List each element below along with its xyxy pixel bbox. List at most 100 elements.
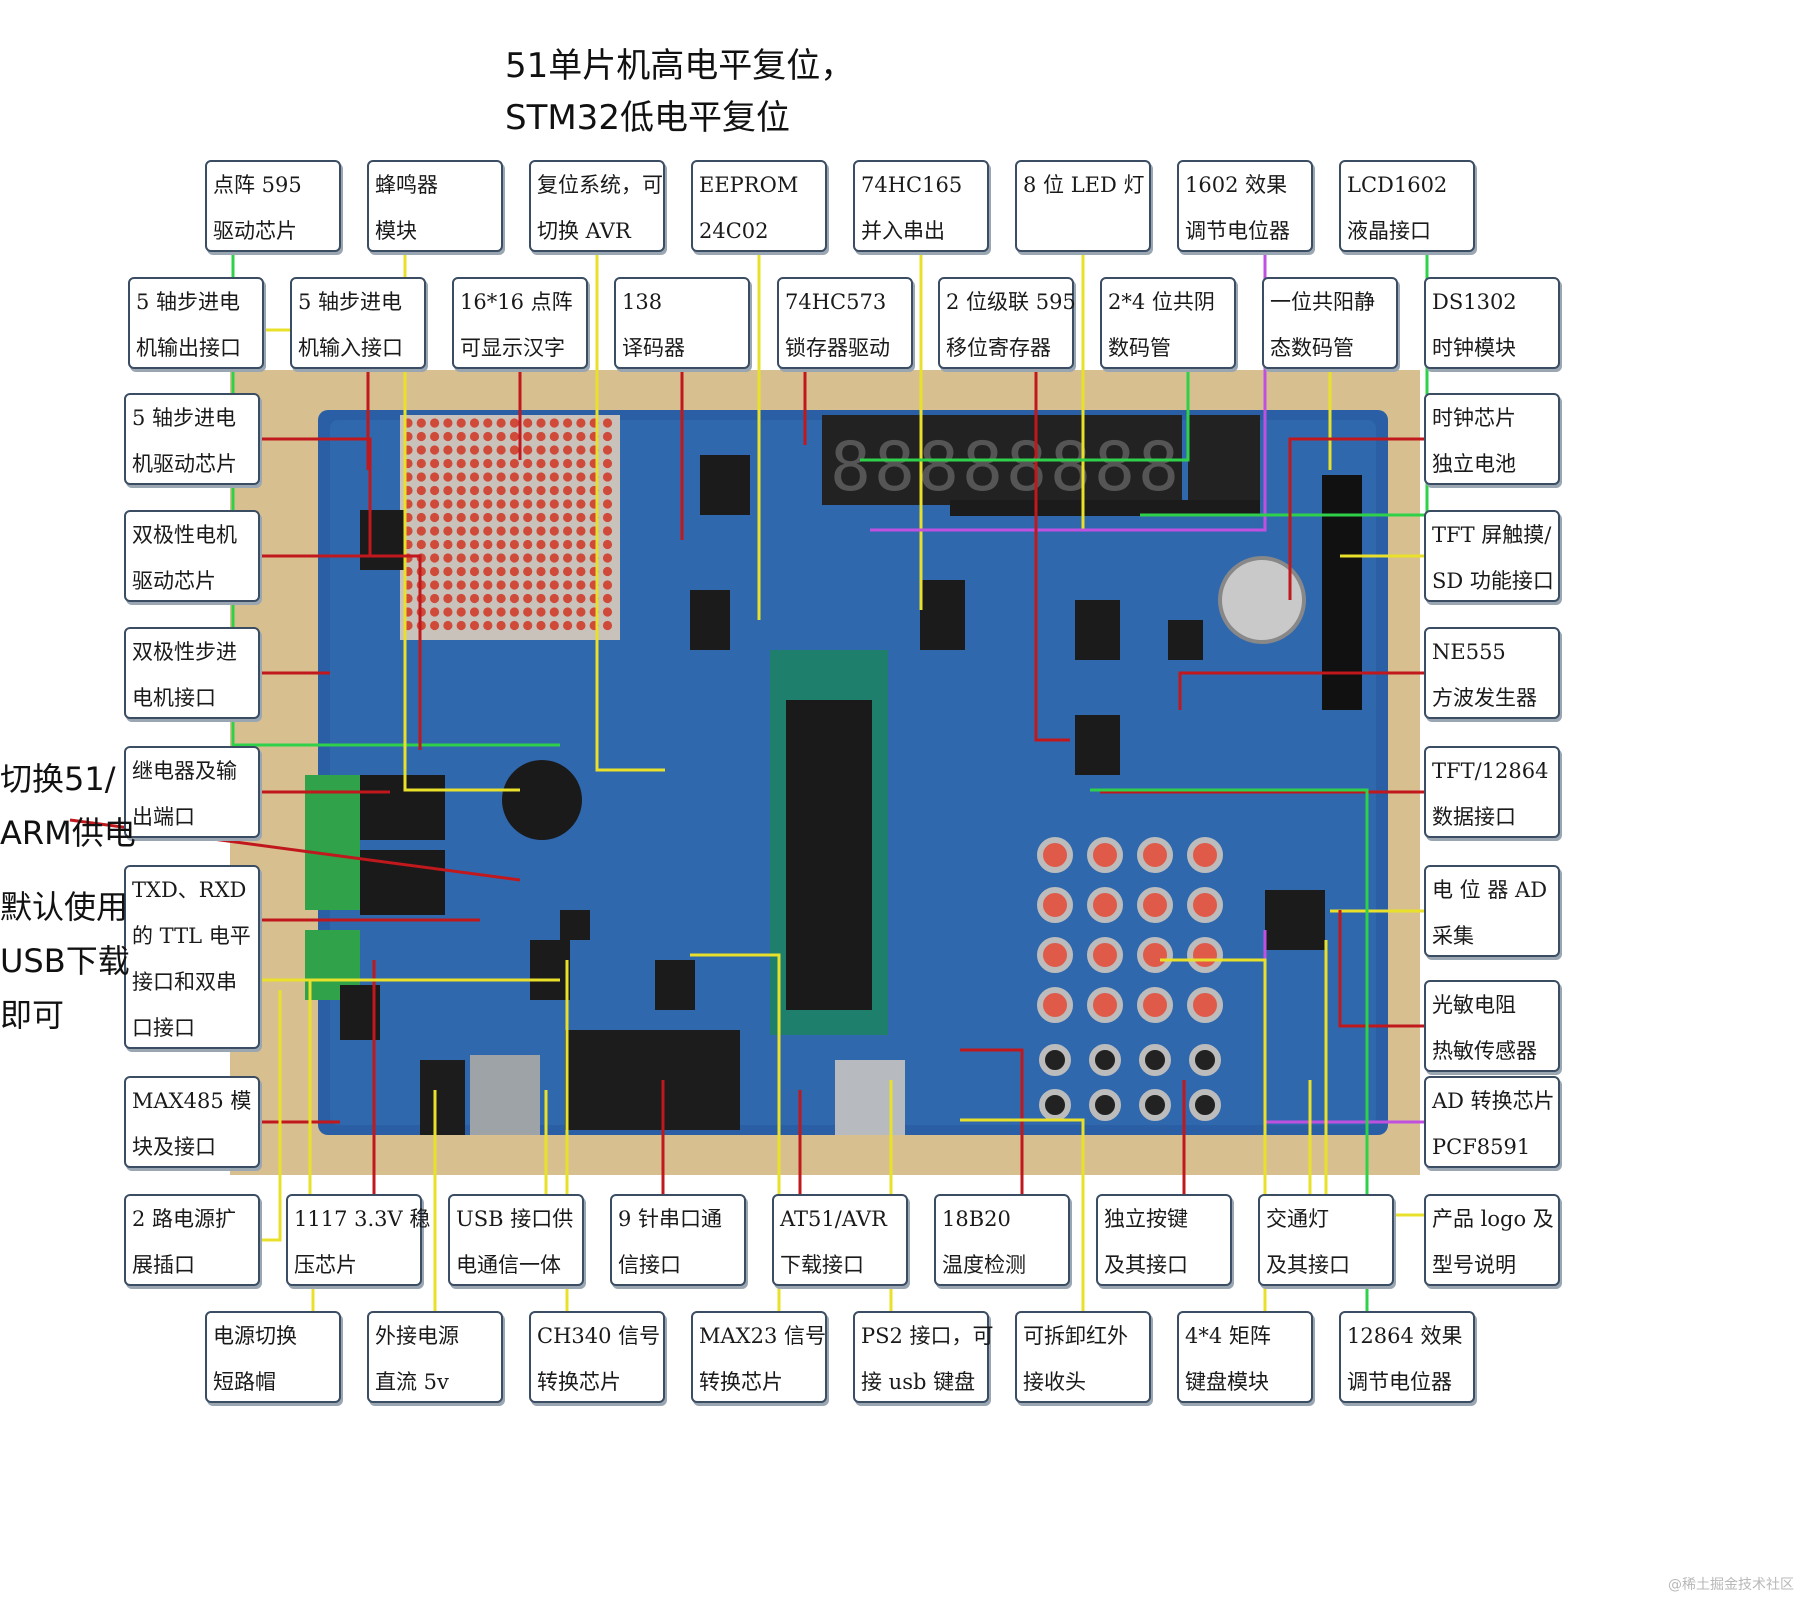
matrix-key [1087, 837, 1123, 873]
matrix-dot [589, 607, 599, 617]
matrix-dot [416, 580, 426, 590]
callout-line: 可显示汉字 [460, 336, 565, 360]
matrix-dot [443, 431, 453, 442]
callout-line: 产品 logo 及 [1432, 1207, 1554, 1231]
callout-line: 采集 [1432, 924, 1474, 948]
matrix-dot [523, 512, 533, 523]
callout-line: AD 转换芯片 [1432, 1089, 1555, 1113]
matrix-dot [430, 445, 440, 455]
matrix-dot [509, 593, 519, 604]
matrix-dot [549, 472, 559, 482]
matrix-dot [523, 458, 533, 469]
matrix-dot [576, 418, 586, 428]
callout-line: AT51/AVR [780, 1207, 887, 1231]
independent-key [1089, 1089, 1121, 1121]
matrix-dot [443, 526, 453, 536]
matrix-dot [416, 472, 426, 482]
matrix-dot [456, 485, 466, 496]
matrix-dot [496, 526, 506, 536]
matrix-dot [576, 593, 586, 604]
matrix-dot [469, 485, 480, 496]
matrix-dot [576, 485, 586, 496]
matrix-dot [403, 580, 413, 590]
matrix-dot [536, 620, 546, 631]
callout-line: 蜂鸣器 [375, 173, 438, 197]
matrix-dot [443, 445, 453, 455]
matrix-dot [416, 458, 426, 469]
relay-1 [360, 775, 445, 840]
matrix-key [1137, 987, 1173, 1023]
callout-row2-2: 5 轴步进电机输入接口 [290, 277, 426, 369]
matrix-dot [456, 431, 466, 442]
callout-bottom1-8: 交通灯及其接口 [1258, 1194, 1394, 1286]
matrix-dot [602, 445, 613, 455]
db9-port [565, 1030, 740, 1130]
matrix-dot [469, 607, 480, 617]
power-note-line-1: 切换51/ [0, 760, 116, 798]
independent-key [1039, 1044, 1071, 1076]
matrix-dot [602, 472, 613, 482]
matrix-dot [456, 593, 466, 604]
usb-note-line-3: 即可 [0, 996, 65, 1034]
matrix-dot [456, 418, 466, 428]
matrix-dot [403, 607, 413, 617]
matrix-dot [536, 526, 546, 536]
matrix-dot [430, 539, 440, 550]
callout-line: EEPROM [699, 173, 799, 197]
callout-line: 及其接口 [1266, 1253, 1350, 1277]
matrix-dot [496, 566, 506, 577]
callout-line: 液晶接口 [1347, 219, 1431, 243]
matrix-dot [443, 499, 453, 509]
ic-chip [340, 985, 380, 1040]
matrix-dot [483, 445, 493, 455]
matrix-dot [523, 580, 533, 590]
callout-line: 时钟芯片 [1432, 406, 1516, 430]
segment-digit: 8 [830, 428, 871, 507]
matrix-dot [509, 458, 519, 469]
matrix-dot [496, 485, 506, 496]
matrix-dot [496, 553, 506, 563]
callout-line: 继电器及输 [132, 759, 237, 783]
matrix-dot [576, 620, 586, 631]
callout-line: 态数码管 [1270, 336, 1354, 360]
matrix-key [1037, 937, 1073, 973]
dc-jack [420, 1060, 465, 1135]
callout-line: TFT/12864 [1432, 759, 1549, 783]
callout-line: 5 轴步进电 [132, 406, 237, 430]
independent-key [1089, 1044, 1121, 1076]
matrix-dot [430, 472, 440, 482]
matrix-dot [576, 445, 586, 455]
matrix-dot [536, 607, 546, 617]
callout-line: 1117 3.3V 稳 [294, 1207, 431, 1231]
callout-line: 驱动芯片 [213, 219, 297, 243]
callout-line: 展插口 [132, 1253, 195, 1277]
matrix-dot [563, 472, 573, 482]
matrix-key [1137, 937, 1173, 973]
callout-line: 机输入接口 [298, 336, 403, 360]
matrix-dot [523, 472, 533, 482]
matrix-dot [523, 539, 533, 550]
matrix-dot [403, 458, 413, 469]
callout-line: USB 接口供 [456, 1207, 574, 1231]
matrix-dot [416, 553, 426, 563]
callout-row2-1: 5 轴步进电机输出接口 [128, 277, 264, 369]
callout-line: 下载接口 [780, 1253, 864, 1277]
matrix-dot [443, 539, 453, 550]
matrix-dot [549, 458, 559, 469]
matrix-dot [563, 539, 573, 550]
matrix-dot [523, 418, 533, 428]
mcu-chip [786, 700, 872, 1010]
segment-digit: 8 [1094, 428, 1135, 507]
matrix-dot [509, 580, 519, 590]
matrix-dot [469, 526, 480, 536]
callout-line: 16*16 点阵 [460, 290, 573, 314]
callout-line: MAX485 模 [132, 1089, 252, 1113]
callout-row2-7: 2*4 位共阴数码管 [1100, 277, 1236, 369]
independent-key [1139, 1089, 1171, 1121]
independent-key [1189, 1044, 1221, 1076]
matrix-dot [509, 539, 519, 550]
matrix-dot [483, 526, 493, 536]
